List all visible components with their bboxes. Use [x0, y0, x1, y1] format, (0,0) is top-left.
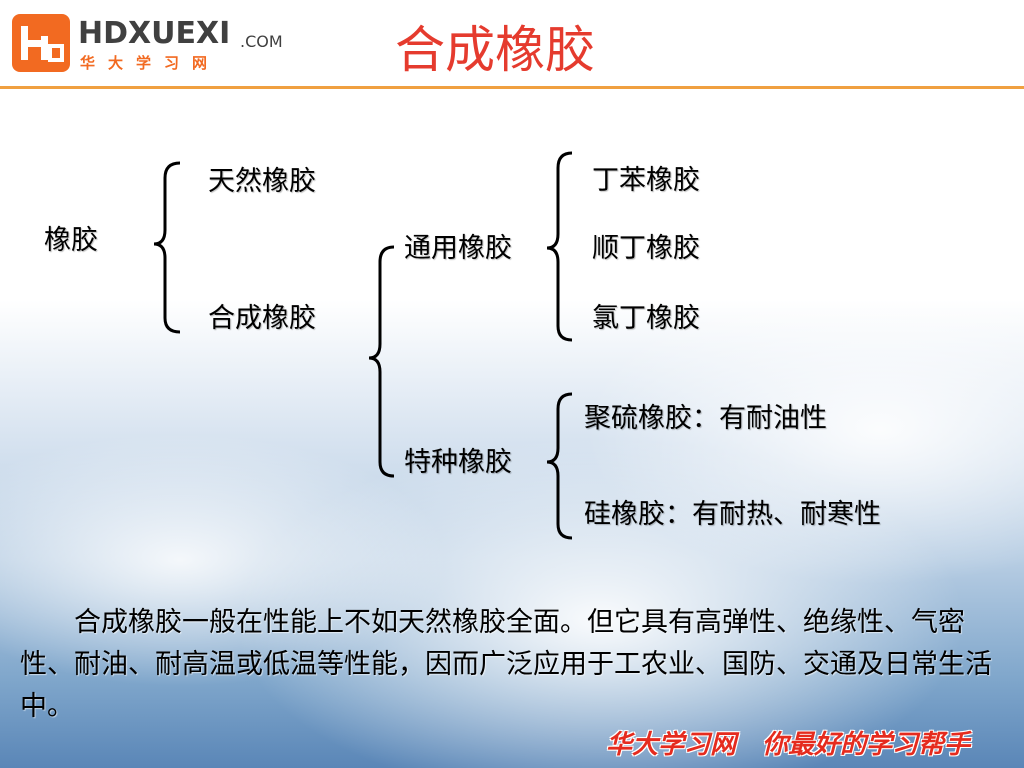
title-divider	[0, 86, 1024, 89]
node-synthetic-rubber: 合成橡胶	[208, 303, 316, 334]
node-sbr: 丁苯橡胶	[592, 165, 700, 196]
description-paragraph: 合成橡胶一般在性能上不如天然橡胶全面。但它具有高弹性、绝缘性、气密性、耐油、耐高…	[20, 607, 992, 722]
node-general-rubber: 通用橡胶	[404, 233, 512, 264]
node-cr: 氯丁橡胶	[592, 303, 700, 334]
node-br: 顺丁橡胶	[592, 233, 700, 264]
logo-mark-icon	[12, 14, 70, 72]
logo-brand-text: HDXUEXI	[78, 16, 231, 51]
node-rubber: 橡胶	[44, 225, 98, 256]
brace-special	[546, 392, 573, 540]
site-logo[interactable]: HDXUEXI .COM 华大学习网	[8, 10, 298, 74]
brace-general	[546, 151, 573, 342]
brace-synthetic	[368, 245, 395, 478]
slide-title: 合成橡胶	[395, 21, 595, 79]
node-polysulfide: 聚硫橡胶：有耐油性	[584, 403, 827, 434]
node-natural-rubber: 天然橡胶	[208, 166, 316, 197]
node-silicone: 硅橡胶：有耐热、耐寒性	[584, 499, 881, 530]
brace-root	[153, 161, 181, 334]
logo-cn-text: 华大学习网	[80, 54, 221, 72]
footer-slogan: 华大学习网 你最好的学习帮手	[606, 730, 971, 760]
node-special-rubber: 特种橡胶	[404, 447, 512, 478]
logo-domain-text: .COM	[240, 32, 283, 51]
